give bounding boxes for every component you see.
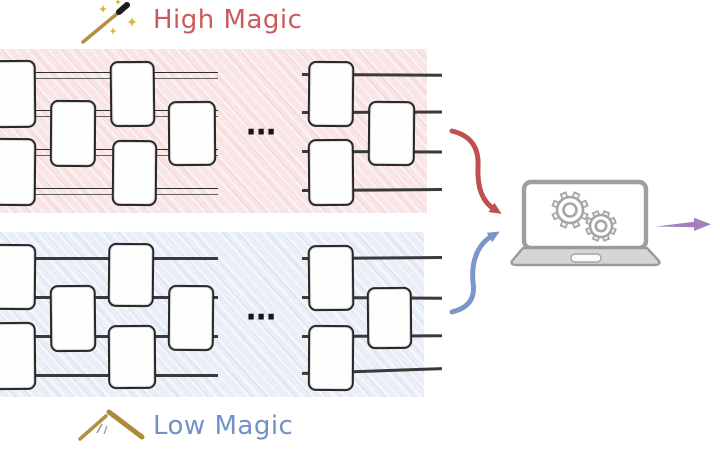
gate-box — [0, 321, 37, 391]
gate-box — [49, 99, 97, 168]
gate-box — [109, 60, 156, 128]
circuit-wire — [0, 188, 218, 195]
gate-box — [0, 137, 37, 207]
gate-box — [367, 100, 416, 167]
gate-box — [307, 60, 355, 128]
ellipsis: ⋯ — [246, 300, 276, 335]
broken-wand-icon — [78, 409, 145, 441]
circuit-wire — [0, 110, 218, 117]
high-magic-circuit-region: ⋯ — [0, 49, 443, 213]
low-magic-label: Low Magic — [153, 411, 294, 441]
gate-box — [111, 139, 158, 207]
ellipsis: ⋯ — [246, 115, 276, 150]
gate-box — [307, 138, 355, 207]
gate-box — [167, 100, 217, 167]
gate-box — [0, 243, 37, 311]
low-magic-to-laptop-arrow — [449, 231, 500, 315]
gate-box — [0, 59, 37, 129]
laptop-gears-icon — [510, 179, 661, 267]
circuit-wire — [0, 72, 218, 79]
gears-icon — [551, 191, 617, 242]
gate-box — [167, 284, 215, 352]
gate-box — [366, 286, 413, 350]
gate-box — [49, 284, 97, 353]
gate-box — [307, 244, 355, 312]
gate-box — [107, 242, 155, 308]
gate-box — [307, 324, 355, 392]
low-magic-circuit-region: ⋯ — [0, 232, 443, 397]
high-magic-label: High Magic — [153, 5, 303, 35]
circuit-wire — [0, 149, 218, 156]
laptop-output-arrow — [656, 217, 711, 231]
high-magic-to-laptop-arrow — [449, 128, 502, 214]
gate-box — [107, 324, 157, 390]
magic-wand-sparkles-icon — [81, 0, 138, 44]
